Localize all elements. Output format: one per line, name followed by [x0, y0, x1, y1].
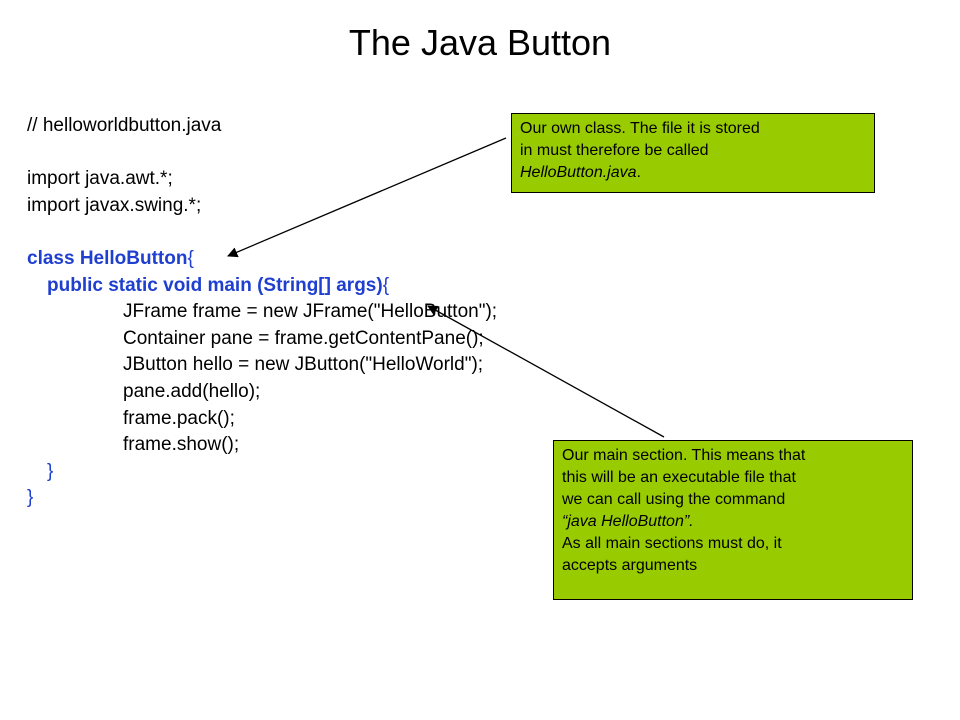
callout-class-note: Our own class. The file it is stored in …: [511, 113, 875, 193]
slide-title: The Java Button: [348, 22, 612, 63]
class-open-brace: {: [187, 247, 194, 269]
code-line-close-class: }: [27, 487, 34, 509]
code-line-pack: frame.pack();: [123, 407, 235, 429]
main-declaration: public static void main (String[] args): [47, 274, 383, 296]
callout-class-line: Our own class. The file it is stored: [520, 120, 760, 137]
code-line-close-main: }: [47, 460, 54, 482]
callout-main-line: As all main sections must do, it: [562, 535, 782, 552]
code-line-comment: // helloworldbutton.java: [27, 115, 222, 136]
callout-class-period: .: [636, 164, 641, 181]
callout-main-command: “java HelloButton”.: [562, 513, 694, 530]
callout-main-line: this will be an executable file that: [562, 469, 796, 486]
callout-main-line: “java HelloButton”.: [562, 511, 904, 533]
code-block: // helloworldbutton.java import java.awt…: [27, 113, 497, 512]
code-line-button: JButton hello = new JButton("HelloWorld"…: [123, 354, 484, 376]
callout-main-line: Our main section. This means that: [562, 447, 806, 464]
arrow-to-main: [427, 305, 665, 438]
callout-class-filename: HelloButton.java: [520, 164, 637, 181]
code-line-pane: Container pane = frame.getContentPane();: [123, 327, 484, 349]
code-line-import-awt: import java.awt.*;: [27, 168, 173, 190]
code-line-class-decl: class HelloButton{: [27, 246, 497, 273]
code-line-main-decl: public static void main (String[] args){: [27, 273, 497, 300]
callout-main-note: Our main section. This means that this w…: [553, 440, 913, 600]
code-line-show: frame.show();: [123, 434, 240, 456]
callout-class-line: in must therefore be called: [520, 142, 709, 159]
callout-main-line: accepts arguments: [562, 557, 698, 574]
arrow-to-class: [227, 137, 507, 258]
main-open-brace: {: [382, 274, 390, 296]
code-line-import-swing: import javax.swing.*;: [27, 194, 202, 216]
class-declaration: class HelloButton: [27, 247, 188, 269]
callout-class-line: HelloButton.java.: [520, 162, 866, 184]
code-line-add: pane.add(hello);: [123, 380, 261, 402]
callout-main-line: we can call using the command: [562, 491, 786, 508]
